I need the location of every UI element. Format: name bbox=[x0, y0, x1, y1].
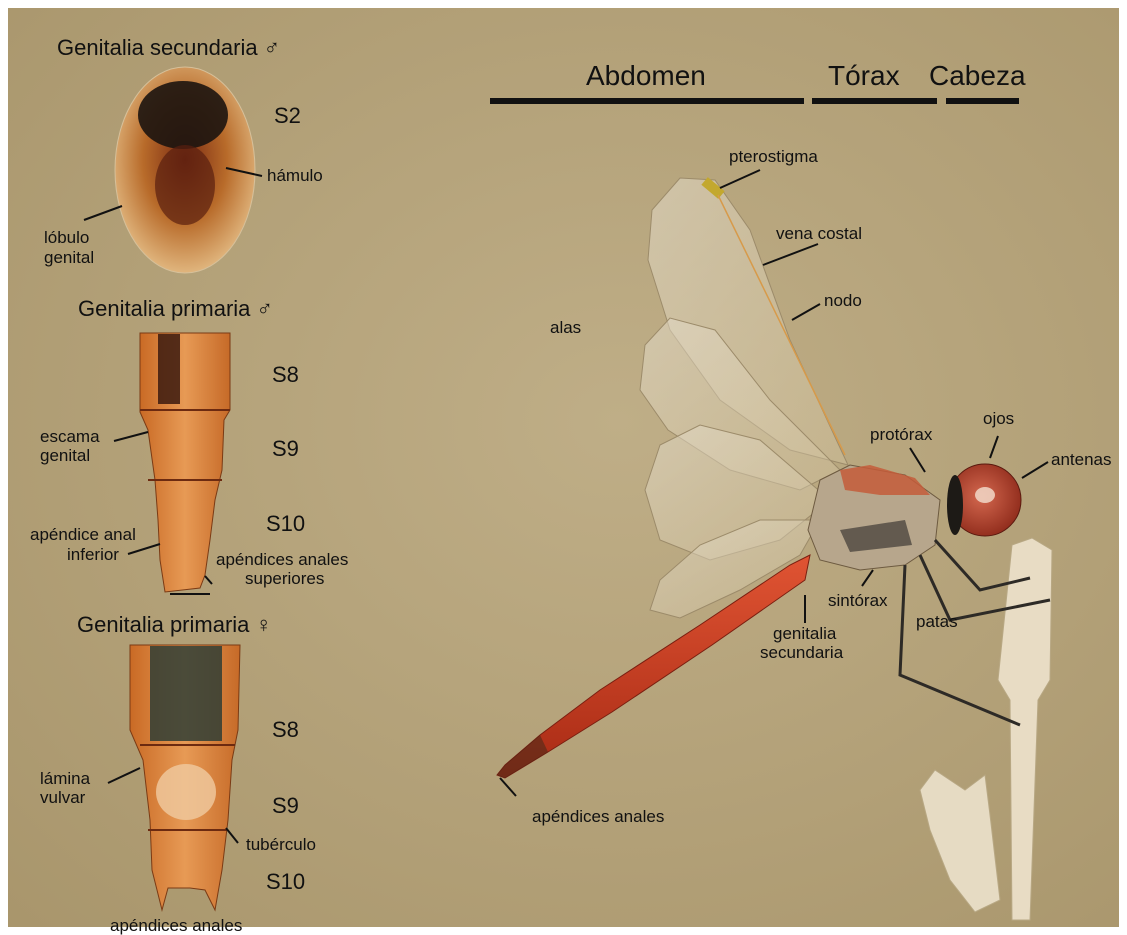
label-escama-line1: escama bbox=[40, 427, 100, 446]
female-s9-vulvar-plate bbox=[156, 764, 216, 820]
label-escama-line2: genital bbox=[40, 446, 90, 465]
label-apendice-inferior-line2: inferior bbox=[67, 545, 119, 564]
label-ojos: ojos bbox=[983, 409, 1014, 428]
label-protorax: protórax bbox=[870, 425, 933, 444]
label-tuberculo: tubérculo bbox=[246, 835, 316, 854]
male-s8-dark-stripe bbox=[158, 334, 180, 404]
face-dark-band bbox=[947, 475, 963, 535]
region-bar-abdomen bbox=[490, 98, 804, 104]
label-antenas: antenas bbox=[1051, 450, 1112, 469]
label-lamina-line1: lámina bbox=[40, 769, 91, 788]
label-apendice-inferior-line1: apéndice anal bbox=[30, 525, 136, 544]
segment-label-male-s8: S8 bbox=[272, 362, 299, 387]
region-label-torax: Tórax bbox=[828, 60, 900, 91]
label-apendices-superiores-line2: superiores bbox=[245, 569, 324, 588]
label-sintorax: sintórax bbox=[828, 591, 888, 610]
panel-title-primaria-female: Genitalia primaria ♀ bbox=[77, 612, 272, 637]
segment-label-male-s10: S10 bbox=[266, 511, 305, 536]
region-label-abdomen: Abdomen bbox=[586, 60, 706, 91]
region-bar-torax bbox=[812, 98, 937, 104]
secundaria-hamulus-shape bbox=[155, 145, 215, 225]
region-bar-cabeza bbox=[946, 98, 1019, 104]
label-lobulo-line1: lóbulo bbox=[44, 228, 89, 247]
segment-label-female-s9: S9 bbox=[272, 793, 299, 818]
label-apendices-anales: apéndices anales bbox=[532, 807, 664, 826]
label-vena-costal: vena costal bbox=[776, 224, 862, 243]
region-label-cabeza: Cabeza bbox=[929, 60, 1026, 91]
secundaria-dark-region bbox=[138, 81, 228, 149]
segment-label-s2: S2 bbox=[274, 103, 301, 128]
label-lobulo-line2: genital bbox=[44, 248, 94, 267]
label-apendices-female: apéndices anales bbox=[110, 916, 242, 935]
label-lamina-line2: vulvar bbox=[40, 788, 86, 807]
label-patas: patas bbox=[916, 612, 958, 631]
eye-highlight bbox=[975, 487, 995, 503]
label-genitalia-line1: genitalia bbox=[773, 624, 837, 643]
segment-label-female-s8: S8 bbox=[272, 717, 299, 742]
label-nodo: nodo bbox=[824, 291, 862, 310]
female-s8-dark-region bbox=[150, 646, 222, 741]
segment-label-male-s9: S9 bbox=[272, 436, 299, 461]
label-hamulo: hámulo bbox=[267, 166, 323, 185]
segment-label-female-s10: S10 bbox=[266, 869, 305, 894]
panel-title-primaria-male: Genitalia primaria ♂ bbox=[78, 296, 273, 321]
label-pterostigma: pterostigma bbox=[729, 147, 818, 166]
label-alas: alas bbox=[550, 318, 581, 337]
label-genitalia-line2: secundaria bbox=[760, 643, 844, 662]
panel-title-secundaria: Genitalia secundaria ♂ bbox=[57, 35, 280, 60]
label-apendices-superiores-line1: apéndices anales bbox=[216, 550, 348, 569]
